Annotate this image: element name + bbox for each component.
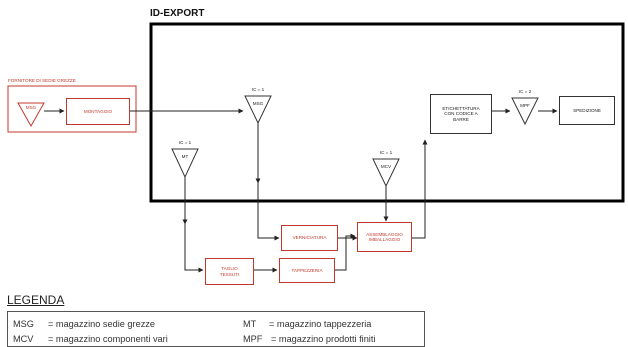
mcv-label: MCV — [380, 164, 392, 169]
ic-msg: IC = 1 — [251, 87, 265, 92]
msg-main-label: MSG — [252, 101, 264, 106]
msg-supplier-triangle — [17, 102, 45, 128]
id-export-frame — [149, 22, 625, 203]
arrow-msg-to-verniciatura — [257, 123, 280, 241]
verniciatura-box: VERNICIATURA — [281, 225, 338, 251]
legend-abbr-mt: MT — [243, 319, 257, 329]
mcv-triangle — [372, 158, 400, 188]
taglio-line-1: TAGLIO — [221, 266, 238, 272]
ic-mcv: IC = 1 — [379, 150, 393, 155]
msg-main-triangle — [244, 95, 272, 125]
diagram-title: ID-EXPORT — [150, 8, 205, 19]
legend-abbr-msg: MSG — [13, 319, 34, 329]
legend-text-mt: = magazzino tappezzeria — [269, 319, 372, 329]
etichettatura-box: ETICHETTATURA CON CODICE A BARRE — [430, 94, 492, 134]
supplier-label: FORNITORE DI SEDIE GREZZE — [8, 78, 76, 83]
legend-box: MSG = magazzino sedie grezze MT = magazz… — [7, 311, 425, 347]
etichettatura-line-3: BARRE — [453, 116, 469, 122]
arrow-mt-to-taglio — [184, 177, 204, 273]
verniciatura-label: VERNICIATURA — [292, 235, 327, 241]
montaggio-box: MONTAGGIO — [66, 98, 130, 125]
assemblaggio-line-2: IMBALLAGGIO — [368, 237, 401, 242]
tappezzeria-box: TAPPEZZERIA — [279, 258, 335, 283]
arrow-assemblaggio-to-etichettatura — [412, 139, 428, 239]
legend-text-mpf: = magazzino prodotti finiti — [271, 334, 376, 344]
mt-triangle — [171, 148, 199, 179]
legend-title: LEGENDA — [7, 293, 65, 307]
mpf-triangle — [511, 97, 539, 126]
legend-text-mcv: = magazzino componenti vari — [48, 334, 168, 344]
spedizione-label: SPEDIZIONE — [573, 107, 601, 113]
etichettatura-line-2: CON CODICE A — [444, 111, 478, 117]
legend-abbr-mcv: MCV — [13, 334, 34, 344]
msg-supplier-label: MSG — [25, 105, 37, 110]
legend-abbr-mpf: MPF — [243, 334, 263, 344]
tappezzeria-label: TAPPEZZERIA — [291, 267, 323, 273]
mt-label: MT — [181, 154, 189, 159]
assemblaggio-box: ASSEMBLAGGIO IMBALLAGGIO — [357, 222, 412, 252]
legend-text-msg: = magazzino sedie grezze — [48, 319, 155, 329]
etichettatura-line-1: ETICHETTATURA — [442, 105, 480, 111]
ic-mt: IC = 1 — [178, 140, 192, 145]
taglio-line-2: TESSUTI — [219, 271, 240, 277]
taglio-tessuti-box: TAGLIO TESSUTI — [205, 258, 254, 285]
spedizione-box: SPEDIZIONE — [559, 96, 615, 125]
supplier-frame — [7, 85, 137, 133]
mpf-label: MPF — [520, 103, 530, 108]
arrow-tappezzeria-to-assemblaggio — [335, 233, 356, 271]
ic-mpf: IC = 2 — [518, 89, 532, 94]
montaggio-label: MONTAGGIO — [83, 108, 113, 114]
assemblaggio-line-1: ASSEMBLAGGIO — [366, 231, 403, 237]
